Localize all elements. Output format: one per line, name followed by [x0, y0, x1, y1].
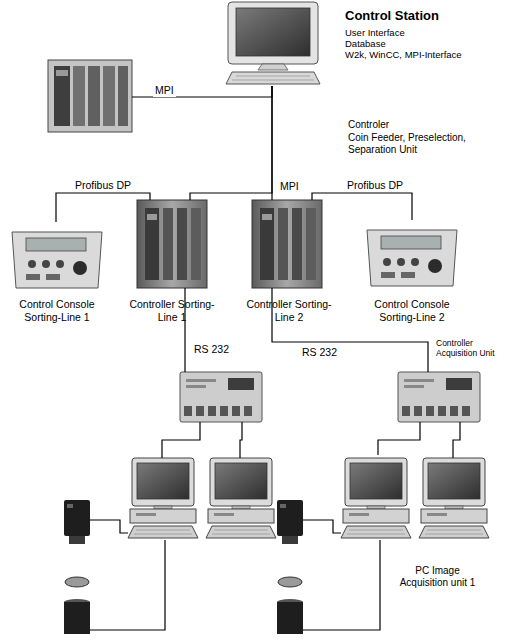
plc-rack — [54, 66, 70, 126]
control-station: Control StationUser InterfaceDatabaseW2k… — [226, 0, 322, 86]
bus-label: RS 232 — [192, 343, 231, 356]
bus-label: Profibus DP — [345, 179, 405, 192]
light-wire — [303, 540, 380, 630]
controller-cabinet-1 — [137, 200, 207, 288]
light-2 — [277, 599, 303, 634]
wire — [453, 422, 460, 458]
control-console: Control Console Sorting-Line 2 — [368, 220, 456, 290]
plc-rack — [118, 66, 128, 126]
bus-label: MPI — [278, 180, 301, 193]
wire — [240, 422, 242, 458]
bus-label: Profibus DP — [73, 179, 133, 192]
node-caption: Controller Sorting-Line 1 — [122, 298, 222, 323]
light-wire — [90, 540, 165, 630]
control-station-monitor — [232, 80, 314, 81]
node-caption: Controller Sorting-Line 2 — [239, 298, 339, 323]
pc-1 — [128, 458, 198, 538]
connector-line — [190, 86, 272, 200]
controller: Controller Sorting-Line 2 — [252, 200, 326, 288]
camera-1 — [64, 500, 90, 544]
node-caption: Control Console Sorting-Line 1 — [7, 298, 107, 323]
node-note: User Interface — [345, 27, 405, 38]
node-caption: PC Image Acquisition unit 1 — [390, 565, 485, 589]
control-station-monitor — [258, 64, 288, 70]
acquisition-unit-1 — [180, 372, 262, 422]
acquisition-unit-2 — [398, 372, 480, 422]
control-station-monitor — [236, 76, 310, 77]
plc-rack — [56, 70, 68, 76]
camera-2 — [277, 500, 303, 544]
pc-group: PC Image Acquisition unit 1 — [343, 455, 490, 562]
control-console-1 — [12, 232, 102, 288]
control-station-monitor — [226, 72, 320, 84]
plc-rack — [103, 66, 115, 126]
plc-rack — [73, 66, 85, 126]
acquisition-controller: Controller Acquisition Unit — [398, 372, 480, 422]
node-caption: Controller Acquisition Unit — [436, 338, 511, 358]
connector-line — [56, 193, 150, 222]
connector-line — [312, 193, 412, 220]
controller: Controller Sorting-Line 1 — [137, 200, 207, 288]
pc-3 — [341, 458, 411, 538]
pc-4 — [419, 458, 489, 538]
plc-rack — [48, 60, 132, 132]
control-station-monitor — [226, 2, 320, 84]
node-caption: Controler — [348, 119, 389, 131]
pc-2 — [206, 458, 276, 538]
control-console: Control Console Sorting-Line 1 — [12, 222, 102, 290]
camera-wire — [303, 520, 341, 533]
node-note: Database — [345, 38, 386, 49]
light-1 — [64, 599, 90, 634]
control-station-monitor — [236, 8, 310, 56]
plc-rack — [48, 60, 132, 132]
coin-2 — [278, 577, 302, 587]
coin-1 — [65, 577, 89, 587]
wire — [162, 422, 200, 458]
plc-rack — [88, 66, 100, 126]
node-caption: Control Station — [345, 8, 439, 24]
controller-cabinet-2 — [252, 200, 322, 288]
bus-label: MPI — [153, 84, 176, 97]
node-note: W2k, WinCC, MPI-Interface — [345, 49, 462, 60]
connector-line — [271, 86, 272, 200]
plc-controller: ControlerCoin Feeder, Preselection, Sepa… — [48, 57, 132, 135]
bus-label: RS 232 — [300, 346, 339, 359]
node-caption: Control Console Sorting-Line 2 — [362, 298, 462, 323]
control-station-monitor — [228, 2, 318, 64]
camera-wire — [90, 520, 128, 533]
node-note: Coin Feeder, Preselection, Separation Un… — [348, 132, 488, 156]
control-console-2 — [367, 230, 457, 286]
connector-line — [378, 422, 420, 455]
